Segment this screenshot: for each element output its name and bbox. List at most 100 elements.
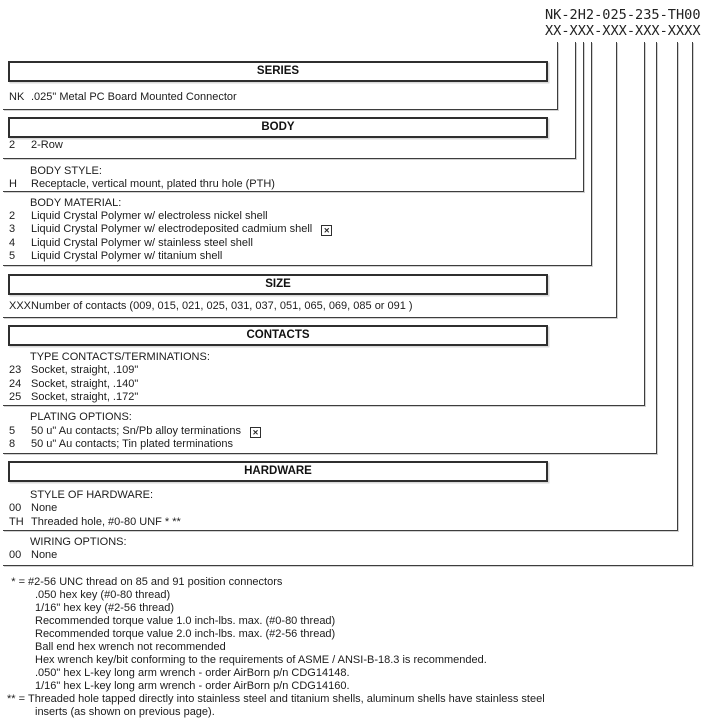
connector-line-size [3, 42, 617, 318]
option-code: 00 [9, 501, 22, 514]
option-code: 5 [9, 424, 16, 437]
footnote-text: #2-56 UNC thread on 85 and 91 position c… [28, 576, 283, 588]
option-description-text: 2-Row [31, 139, 63, 151]
option-description: Liquid Crystal Polymer w/ electrodeposit… [31, 223, 333, 236]
option-row: TH Threaded hole, #0-80 UNF * ** [0, 516, 702, 529]
connector-line-wiring [3, 42, 693, 566]
connector-line-body-rows [3, 42, 576, 159]
boxed-x-icon: ✕ [249, 426, 261, 438]
group-label: PLATING OPTIONS: [30, 410, 132, 423]
option-description: Socket, straight, .109" [31, 364, 138, 377]
footnote-text: Recommended torque value 1.0 inch-lbs. m… [35, 615, 336, 627]
option-code: 4 [9, 236, 16, 249]
group-label-row: WIRING OPTIONS: [0, 536, 702, 549]
option-row: 00 None [0, 549, 702, 562]
footnote-text: .050" hex L-key long arm wrench - order … [35, 667, 350, 679]
footnote-line: .050" hex L-key long arm wrench - order … [0, 667, 702, 680]
group-label: WIRING OPTIONS: [30, 535, 127, 548]
group-label: TYPE CONTACTS/TERMINATIONS: [30, 350, 210, 363]
connector-line-contact-type [3, 42, 645, 406]
option-description-text: Receptacle, vertical mount, plated thru … [31, 177, 275, 190]
option-row: 2 2-Row [0, 139, 702, 152]
option-description-text: Liquid Crystal Polymer w/ electroless ni… [31, 209, 268, 222]
option-description: Liquid Crystal Polymer w/ titanium shell [31, 250, 222, 263]
option-description-text: Liquid Crystal Polymer w/ electrodeposit… [31, 223, 313, 235]
option-description-text: 50 u" Au contacts; Sn/Pb alloy terminati… [31, 424, 241, 437]
section-header-contacts: CONTACTS [8, 325, 548, 346]
footnote-marker: ** = [6, 693, 25, 705]
group-label-row: BODY MATERIAL: [0, 197, 702, 210]
option-description: Receptacle, vertical mount, plated thru … [31, 178, 275, 191]
section-header-hardware: HARDWARE [8, 461, 548, 482]
footnote-line: inserts (as shown on previous page). [0, 706, 702, 719]
footnote-line: * =#2-56 UNC thread on 85 and 91 positio… [0, 576, 702, 589]
option-code: 00 [9, 549, 22, 561]
footnote-text: 1/16" hex key (#2-56 thread) [35, 602, 175, 614]
option-row: 2 Liquid Crystal Polymer w/ electroless n… [0, 210, 702, 223]
option-code: TH [9, 515, 24, 528]
option-description: .025" Metal PC Board Mounted Connector [31, 91, 237, 104]
section-header-series: SERIES [8, 61, 548, 82]
footnote-line: ** =Threaded hole tapped directly into s… [0, 693, 702, 706]
connector-line-body-style [3, 42, 584, 192]
option-row: 4 Liquid Crystal Polymer w/ stainless ste… [0, 237, 702, 250]
option-code: 24 [9, 377, 22, 390]
footnote-text: inserts (as shown on previous page). [35, 706, 215, 718]
option-description: Socket, straight, .140" [31, 378, 138, 391]
group-label-row: TYPE CONTACTS/TERMINATIONS: [0, 351, 702, 364]
group-label: STYLE OF HARDWARE: [30, 488, 154, 501]
option-code: NK [9, 91, 25, 103]
group-label-row: BODY STYLE: [0, 165, 702, 178]
option-description: None [31, 502, 57, 515]
footnote-text: Recommended torque value 2.0 inch-lbs. m… [35, 628, 336, 640]
option-description: None [31, 549, 57, 562]
option-description: Number of contacts (009, 015, 021, 025, … [31, 300, 413, 313]
connector-line-series [3, 42, 558, 110]
footnote-text: 1/16" hex L-key long arm wrench - order … [35, 680, 350, 692]
section-header-body: BODY [8, 117, 548, 138]
option-description-text: None [31, 501, 58, 514]
option-description: 50 u" Au contacts; Sn/Pb alloy terminati… [31, 425, 261, 438]
footnote-line: 1/16" hex key (#2-56 thread) [0, 602, 702, 615]
option-description-text: Threaded hole, #0-80 UNF * ** [31, 515, 181, 528]
footnote-line: Hex wrench key/bit conforming to the req… [0, 654, 702, 667]
option-code: 25 [9, 391, 22, 403]
connector-line-body-material [3, 42, 592, 266]
option-description-text: Liquid Crystal Polymer w/ titanium shell [31, 250, 223, 262]
option-code: 2 [9, 209, 16, 222]
option-row: 8 50 u" Au contacts; Tin plated terminati… [0, 438, 702, 451]
option-row: NK .025" Metal PC Board Mounted Connector [0, 91, 702, 104]
group-label: BODY MATERIAL: [30, 196, 122, 209]
option-description: Socket, straight, .172" [31, 391, 138, 404]
option-row: 3 Liquid Crystal Polymer w/ electrodeposi… [0, 223, 702, 236]
footnote-line: Ball end hex wrench not recommended [0, 641, 702, 654]
option-description-text: 50 u" Au contacts; Tin plated terminatio… [31, 438, 234, 450]
option-description-text: Number of contacts (009, 015, 021, 025, … [31, 300, 413, 312]
option-row: 00 None [0, 502, 702, 515]
option-code: 2 [9, 139, 16, 151]
option-description-text: None [31, 549, 58, 561]
option-description-text: Socket, straight, .172" [31, 391, 139, 403]
footnote-line: Recommended torque value 2.0 inch-lbs. m… [0, 628, 702, 641]
footnote-text: .050 hex key (#0-80 thread) [35, 589, 171, 601]
option-code: XXX [9, 300, 32, 312]
connector-line-contact-plating [3, 42, 657, 454]
option-description-text: Socket, straight, .140" [31, 377, 139, 390]
option-code: 8 [9, 438, 16, 450]
section-header-size: SIZE [8, 274, 548, 295]
group-label-row: STYLE OF HARDWARE: [0, 489, 702, 502]
part-number-mask: XX-XXX-XXX-XXX-XXXX [545, 22, 701, 39]
option-code: 3 [9, 223, 16, 235]
option-description: 2-Row [31, 139, 63, 152]
part-number-example: NK-2H2-025-235-TH00 [545, 6, 701, 23]
footnote-text: Ball end hex wrench not recommended [35, 641, 226, 653]
option-description-text: Socket, straight, .109" [31, 363, 139, 376]
boxed-x-icon: ✕ [321, 225, 333, 236]
option-description-text: Liquid Crystal Polymer w/ stainless stee… [31, 236, 253, 249]
option-description: Liquid Crystal Polymer w/ electroless ni… [31, 210, 268, 223]
